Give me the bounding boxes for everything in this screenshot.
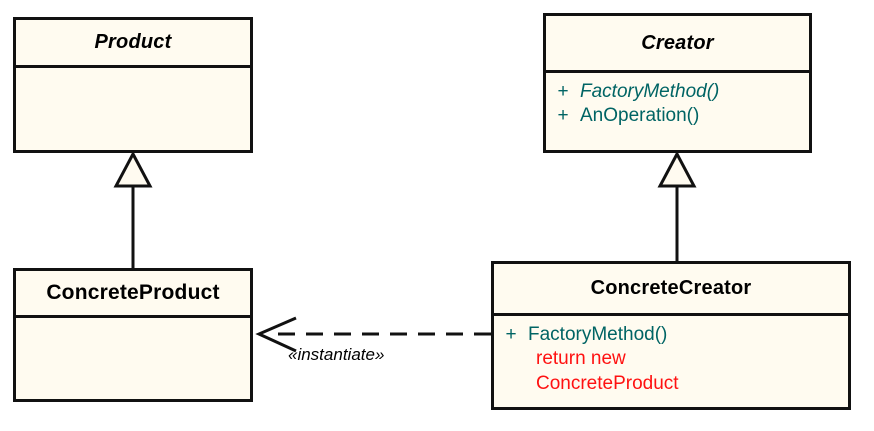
generalization-concretecreator-creator (657, 150, 697, 261)
class-title-concretecreator: ConcreteCreator (590, 277, 752, 299)
class-member-note-row: return new (494, 347, 848, 371)
class-members-compartment-concretecreator: + FactoryMethod() return new ConcretePro… (494, 316, 848, 407)
member-visibility-public: + (505, 324, 517, 345)
class-title-product: Product (94, 31, 172, 53)
class-members-compartment-product (16, 68, 250, 150)
class-member-note-row: ConcreteProduct (494, 372, 848, 396)
class-box-creator[interactable]: Creator + FactoryMethod() + AnOperation(… (543, 13, 812, 153)
member-visibility-public: + (557, 81, 569, 102)
class-name-compartment-concretecreator: ConcreteCreator (494, 264, 848, 316)
class-title-concreteproduct: ConcreteProduct (46, 281, 220, 304)
generalization-concreteproduct-product (113, 150, 153, 268)
member-note-line: ConcreteProduct (536, 372, 679, 394)
class-name-compartment-product: Product (16, 20, 250, 68)
member-signature: AnOperation() (580, 105, 700, 127)
class-name-compartment-creator: Creator (546, 16, 809, 73)
class-name-compartment-concreteproduct: ConcreteProduct (16, 271, 250, 318)
class-member-row: + AnOperation() (546, 104, 809, 128)
member-signature: FactoryMethod() (580, 81, 720, 102)
generalization-triangle-left (113, 150, 153, 188)
class-box-concretecreator[interactable]: ConcreteCreator + FactoryMethod() return… (491, 261, 851, 410)
class-title-creator: Creator (641, 31, 714, 54)
class-member-row: + FactoryMethod() (494, 323, 848, 347)
class-members-compartment-creator: + FactoryMethod() + AnOperation() (546, 73, 809, 150)
member-visibility-public: + (557, 105, 569, 127)
class-box-product[interactable]: Product (13, 17, 253, 153)
generalization-triangle-right (657, 150, 697, 188)
class-member-row: + FactoryMethod() (546, 80, 809, 104)
class-members-compartment-concreteproduct (16, 318, 250, 399)
class-box-concreteproduct[interactable]: ConcreteProduct (13, 268, 253, 402)
member-signature: FactoryMethod() (528, 324, 668, 345)
dependency-label-instantiate: «instantiate» (288, 345, 385, 364)
member-note-line: return new (536, 348, 626, 370)
